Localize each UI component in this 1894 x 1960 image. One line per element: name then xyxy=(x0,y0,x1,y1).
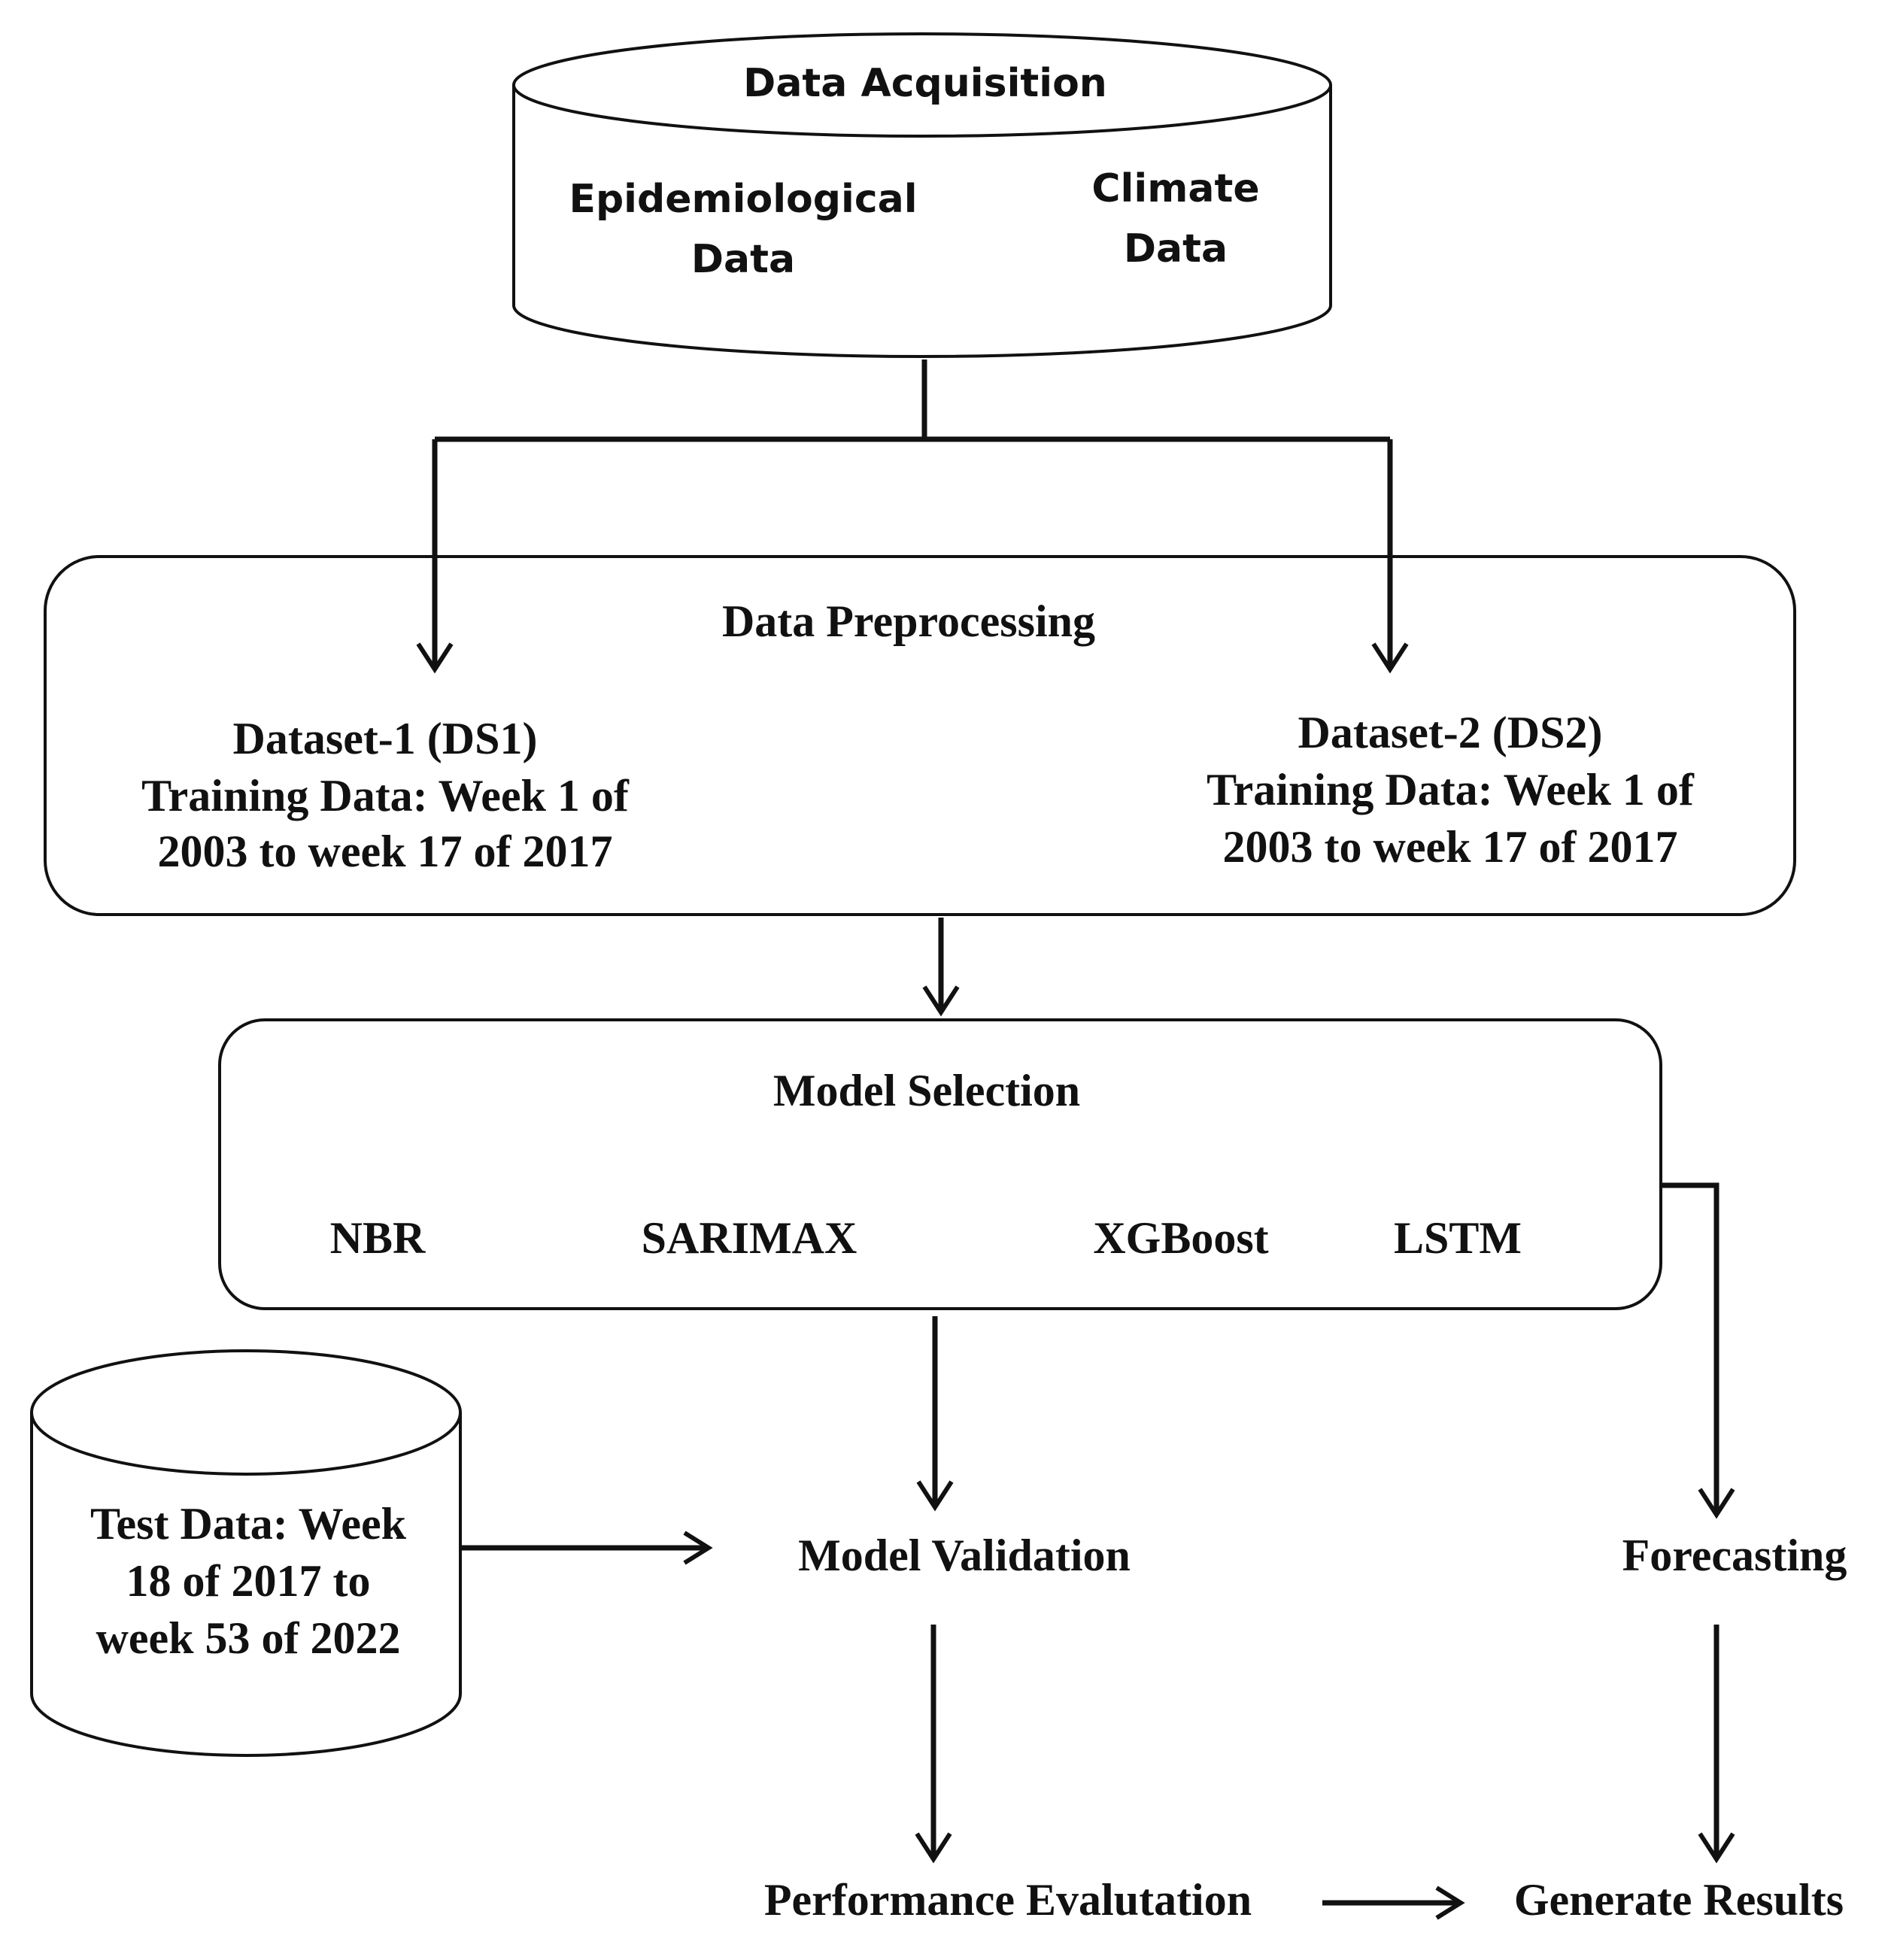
model-nbr-label: NBR xyxy=(330,1213,426,1263)
arrow-model-selection-to-validation xyxy=(916,1316,954,1512)
arrowhead-to-ds1 xyxy=(416,642,454,674)
ds2-label: Dataset-2 (DS2) xyxy=(1298,708,1603,757)
arrowhead-to-ds2 xyxy=(1371,642,1409,674)
test-data-line3: week 53 of 2022 xyxy=(96,1613,401,1663)
test-data-line1: Test Data: Week xyxy=(90,1499,407,1549)
arrow-validation-to-evaluation xyxy=(915,1625,952,1864)
arrow-evaluation-to-results xyxy=(1322,1886,1465,1920)
epidemiological-data-label-line2: Data xyxy=(691,237,795,282)
arrow-forecasting-to-results xyxy=(1698,1625,1735,1864)
dataset-2-block: Dataset-2 (DS2) Training Data: Week 1 of… xyxy=(1207,708,1695,872)
test-data-line2: 18 of 2017 to xyxy=(126,1556,371,1606)
data-preprocessing-box: Data Preprocessing Dataset-1 (DS1) Train… xyxy=(44,555,1796,916)
model-xgboost-label: XGBoost xyxy=(1093,1213,1268,1263)
dataset-1-block: Dataset-1 (DS1) Training Data: Week 1 of… xyxy=(141,714,630,876)
model-selection-box: Model Selection NBR SARIMAX XGBoost LSTM xyxy=(218,1018,1662,1310)
ds1-training-line2: 2003 to week 17 of 2017 xyxy=(158,827,613,876)
forecasting-label: Forecasting xyxy=(1622,1531,1847,1580)
model-sarimax-label: SARIMAX xyxy=(642,1213,857,1263)
ds2-training-line2: 2003 to week 17 of 2017 xyxy=(1223,822,1678,872)
ds1-label: Dataset-1 (DS1) xyxy=(233,714,538,763)
climate-data-label-line1: Climate xyxy=(1091,166,1259,211)
ds2-training-line1: Training Data: Week 1 of xyxy=(1207,765,1695,815)
arrow-model-selection-to-forecasting xyxy=(1662,1182,1735,1519)
epidemiological-data-label-line1: Epidemiological xyxy=(569,177,917,222)
model-selection-title: Model Selection xyxy=(773,1066,1080,1115)
model-validation-label: Model Validation xyxy=(798,1531,1131,1580)
arrow-test-data-to-validation xyxy=(462,1531,713,1565)
performance-evaluation-label: Performance Evalutation xyxy=(764,1875,1252,1925)
data-acquisition-title: Data Acquisition xyxy=(743,61,1107,106)
arrow-preprocessing-to-model-selection xyxy=(922,918,960,1017)
split-connector xyxy=(416,360,1409,674)
ds1-training-line1: Training Data: Week 1 of xyxy=(141,771,630,821)
test-data-cylinder: Test Data: Week 18 of 2017 to week 53 of… xyxy=(30,1349,462,1757)
generate-results-label: Generate Results xyxy=(1514,1875,1844,1925)
data-acquisition-cylinder: Data Acquisition Epidemiological Data Cl… xyxy=(512,32,1332,358)
data-preprocessing-title: Data Preprocessing xyxy=(722,596,1095,646)
model-lstm-label: LSTM xyxy=(1394,1213,1522,1263)
climate-data-label-line2: Data xyxy=(1124,226,1228,272)
